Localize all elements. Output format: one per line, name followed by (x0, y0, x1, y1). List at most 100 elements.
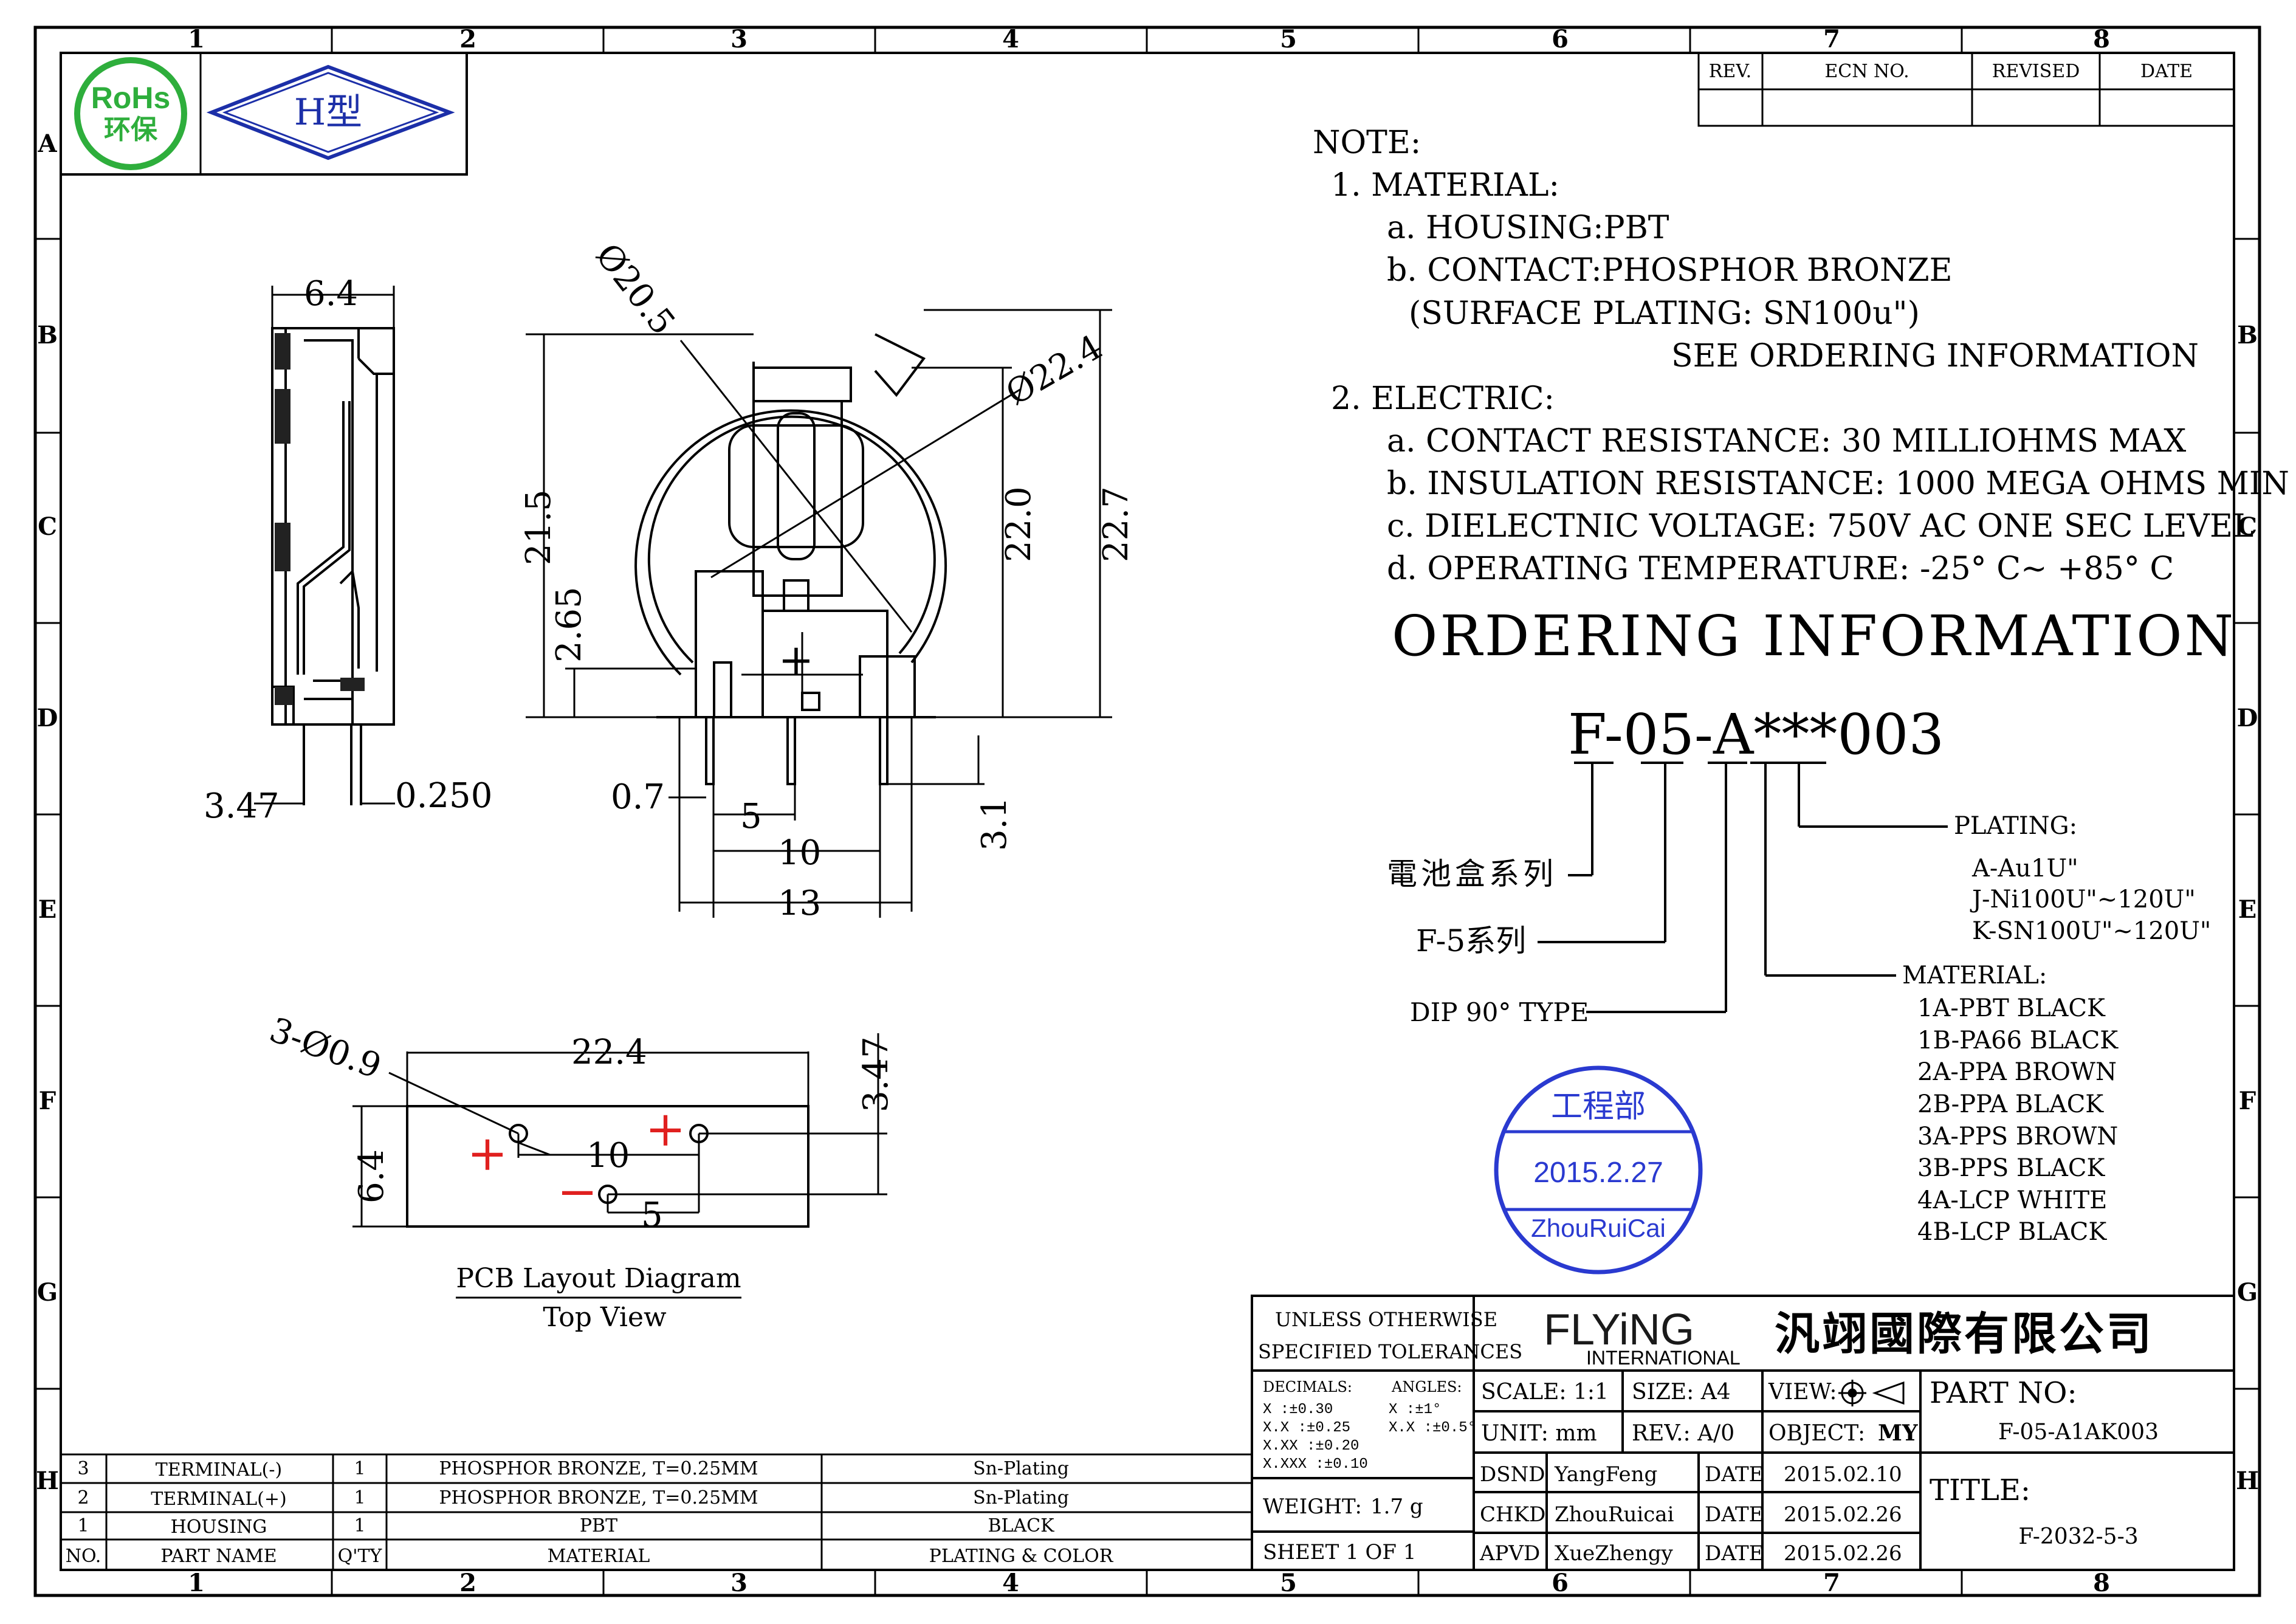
company-logo-en: FLYiNG (1544, 1306, 1694, 1354)
sheet-count: SHEET 1 OF 1 (1263, 1540, 1416, 1564)
sign-role: CHKD (1480, 1502, 1545, 1527)
side-pin-offset-dim: 3.47 (204, 786, 280, 826)
ordering-code: F-05-A***003 (1568, 702, 1944, 767)
pcb-subcaption: Top View (543, 1302, 667, 1333)
front-circle-dia-dim: Ø20.5 (588, 236, 682, 342)
rev-header-ecn: ECN NO. (1824, 61, 1909, 82)
tolerance-line: X :±0.30 (1263, 1402, 1333, 1418)
row-b-right: B (2237, 321, 2258, 349)
material-option: 1A-PBT BLACK (1917, 994, 2106, 1022)
material-label: MATERIAL: (1902, 962, 2047, 989)
rohs-logo-cn: 环保 (104, 114, 158, 145)
angle-tolerance-line: X.X :±0.5° (1389, 1420, 1476, 1436)
bom-cell: 1 (354, 1487, 365, 1509)
note-line: (SURFACE PLATING: SN100u") (1409, 295, 1920, 332)
row-h-right: H (2236, 1467, 2259, 1495)
weight-label: WEIGHT: (1263, 1495, 1362, 1519)
col-6-bottom: 6 (1552, 1569, 1569, 1597)
notes-block: NOTE: 1. MATERIAL: a. HOUSING:PBT b. CON… (1313, 125, 2289, 587)
ordering-title: ORDERING INFORMATION (1392, 604, 2236, 669)
bom-header: Q'TY (338, 1546, 383, 1567)
row-f-left: F (39, 1087, 56, 1115)
ordering-leaders (1538, 762, 1948, 1013)
company-name-cn: 汎翊國際有限公司 (1775, 1308, 2154, 1360)
note-line: SEE ORDERING INFORMATION (1671, 338, 2199, 374)
row-e-left: E (38, 895, 57, 924)
rev-header-revised: REVISED (1992, 61, 2080, 82)
note-line: 2. ELECTRIC: (1331, 380, 1555, 417)
sign-date-label: DATE (1705, 1462, 1764, 1487)
col-4-top: 4 (1002, 25, 1019, 53)
col-8-top: 8 (2093, 25, 2110, 53)
bom-header: NO. (66, 1546, 101, 1567)
projection-icon (1838, 1380, 1905, 1406)
pcb-height-dim: 6.4 (352, 1149, 391, 1203)
rev-header-rev: REV. (1709, 61, 1751, 82)
bom-cell: PHOSPHOR BRONZE, T=0.25MM (439, 1487, 758, 1509)
scale-field: SCALE: 1:1 (1481, 1380, 1609, 1405)
col-7-bottom: 7 (1823, 1569, 1840, 1597)
angle-tolerance-line: X :±1° (1389, 1402, 1441, 1418)
object-label: OBJECT: (1768, 1421, 1865, 1446)
side-thickness-dim: 0.250 (395, 776, 492, 816)
col-3-bottom: 3 (730, 1569, 748, 1597)
sign-date: 2015.02.26 (1784, 1541, 1902, 1566)
pcb-pitch-dim: 10 (586, 1136, 630, 1175)
sign-name: XueZhengy (1555, 1541, 1674, 1566)
rev-field: REV.: A/0 (1632, 1421, 1734, 1446)
note-line: d. OPERATING TEMPERATURE: -25° C~ +85° C (1387, 551, 2174, 587)
stamp-date: 2015.2.27 (1533, 1157, 1663, 1189)
company-logo-en-sub: INTERNATIONAL (1586, 1347, 1741, 1369)
dip-type-label: DIP 90° TYPE (1410, 997, 1589, 1027)
bom-header: PLATING & COLOR (929, 1546, 1114, 1567)
rev-header-date: DATE (2140, 61, 2193, 82)
title-label: TITLE: (1930, 1473, 2030, 1507)
row-d-right: D (2237, 704, 2258, 732)
col-6-top: 6 (1552, 25, 1569, 53)
col-2-top: 2 (459, 25, 476, 53)
bom-cell: Sn-Plating (973, 1458, 1069, 1479)
bom-cell: Sn-Plating (973, 1487, 1069, 1509)
decimals-label: DECIMALS: (1263, 1378, 1352, 1395)
plating-option: A-Au1U" (1971, 855, 2078, 883)
note-line: c. DIELECTNIC VOLTAGE: 750V AC ONE SEC L… (1387, 508, 2253, 545)
angles-label: ANGLES: (1391, 1378, 1462, 1395)
front-h4-dim: 2.65 (549, 587, 589, 662)
front-h3-dim: 22.7 (1096, 486, 1136, 562)
row-h-left: H (36, 1467, 59, 1495)
weight-value: 1.7 g (1370, 1495, 1423, 1519)
material-option: 4A-LCP WHITE (1917, 1186, 2107, 1214)
part-no-value: F-05-A1AK003 (1998, 1420, 2159, 1445)
pcb-layout (352, 1033, 887, 1228)
bom-cell: BLACK (988, 1515, 1055, 1536)
plating-option: K-SN100U"~120U" (1972, 917, 2211, 945)
row-g-left: G (37, 1278, 58, 1307)
col-1-top: 1 (188, 25, 205, 53)
note-line: 1. MATERIAL: (1331, 167, 1559, 204)
sign-date-label: DATE (1705, 1502, 1764, 1527)
bom-cell: HOUSING (171, 1516, 267, 1538)
size-field: SIZE: A4 (1632, 1380, 1731, 1405)
stamp-dept: 工程部 (1551, 1089, 1646, 1125)
bom-cell: 2 (77, 1487, 89, 1509)
plating-label: PLATING: (1954, 812, 2077, 840)
tolerance-title-1: UNLESS OTHERWISE (1275, 1308, 1497, 1331)
pcb-plus-mark-1: + (467, 1125, 507, 1182)
type-badge-text: H型 (294, 91, 362, 134)
tolerance-line: X.XXX :±0.10 (1263, 1456, 1368, 1473)
row-c-right: C (2238, 512, 2257, 541)
rohs-logo (74, 57, 187, 170)
col-5-bottom: 5 (1280, 1569, 1297, 1597)
material-option: 3B-PPS BLACK (1917, 1154, 2105, 1182)
front-h2-dim: 22.0 (999, 486, 1039, 562)
pcb-caption: PCB Layout Diagram (456, 1263, 741, 1294)
tolerance-line: X.XX :±0.20 (1263, 1438, 1359, 1454)
series-f5-label: F-5系列 (1416, 923, 1526, 958)
row-d-left: D (37, 704, 58, 732)
row-e-right: E (2238, 895, 2257, 924)
type-badge-diamond (206, 64, 455, 160)
col-1-bottom: 1 (188, 1569, 205, 1597)
bom-cell: TERMINAL(+) (151, 1488, 286, 1510)
plus-mark-front: + (779, 635, 814, 685)
